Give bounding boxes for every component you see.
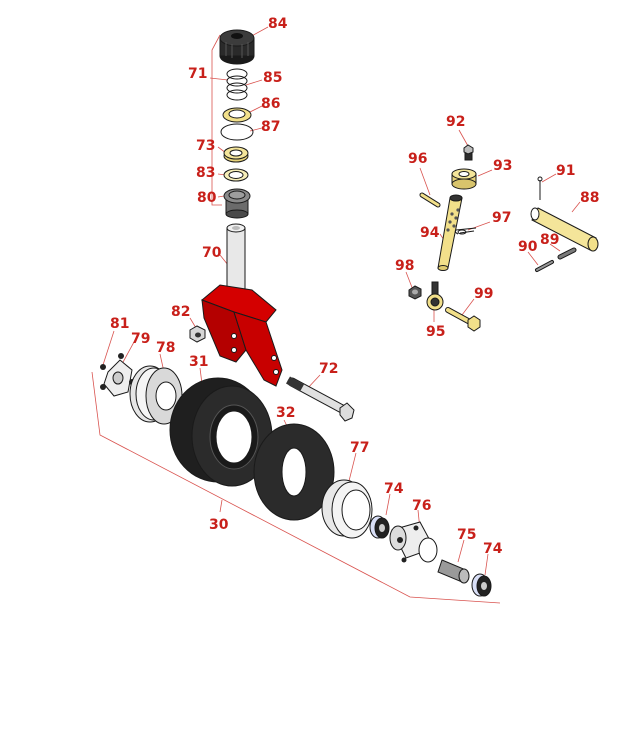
callout-31: 31 — [189, 354, 208, 370]
callout-85: 85 — [263, 70, 282, 86]
rim-77 — [321, 479, 373, 539]
caster-fork-70 — [201, 223, 283, 387]
seal-ring-87 — [220, 123, 254, 141]
lever-95 — [426, 281, 444, 311]
callout-32: 32 — [276, 405, 295, 421]
callout-73: 73 — [196, 138, 215, 154]
grease-fitting-92 — [463, 144, 474, 161]
callout-82: 82 — [171, 304, 190, 320]
callout-90: 90 — [518, 239, 538, 255]
callout-77: 77 — [350, 440, 369, 456]
bolt-90 — [535, 260, 554, 272]
clip-pin-97 — [454, 227, 477, 235]
callout-78: 78 — [156, 340, 175, 356]
nut-82 — [189, 325, 206, 343]
callout-83: 83 — [196, 165, 215, 181]
callout-89: 89 — [540, 232, 559, 248]
callout-96: 96 — [408, 151, 427, 167]
cotter-pin-91 — [537, 176, 543, 200]
callout-labels: 84 71 85 86 87 73 83 80 70 92 96 93 91 8… — [110, 16, 599, 557]
callout-97: 97 — [492, 210, 511, 226]
callout-88: 88 — [580, 190, 599, 206]
callout-91: 91 — [556, 163, 575, 179]
callout-86: 86 — [261, 96, 280, 112]
washer-86 — [222, 107, 252, 123]
bearing-cone-73 — [223, 146, 249, 163]
spacer-75 — [437, 559, 470, 584]
callout-95: 95 — [426, 324, 445, 340]
callout-84: 84 — [268, 16, 288, 32]
bearing-cup-83 — [223, 168, 249, 182]
callout-99: 99 — [474, 286, 493, 302]
callout-94: 94 — [420, 225, 440, 241]
pin-96 — [419, 192, 441, 208]
callout-81: 81 — [110, 316, 129, 332]
bearing-74a — [369, 515, 390, 539]
callout-70: 70 — [202, 245, 222, 261]
dust-cap-84 — [219, 29, 255, 65]
callout-87: 87 — [261, 119, 280, 135]
tire-31 — [169, 377, 273, 487]
callout-74-lower: 74 — [483, 541, 503, 557]
bolt-89 — [557, 247, 577, 260]
bearing-74b — [471, 573, 492, 597]
spring-washers-85 — [226, 68, 248, 101]
callout-79: 79 — [131, 331, 150, 347]
bolt-99 — [445, 307, 481, 332]
collar-93 — [451, 168, 477, 190]
callout-74-upper: 74 — [384, 481, 404, 497]
callout-30: 30 — [209, 517, 229, 533]
callout-75: 75 — [457, 527, 476, 543]
tube-32 — [253, 423, 335, 521]
nut-98 — [408, 285, 422, 300]
callout-72: 72 — [319, 361, 338, 377]
callout-93: 93 — [493, 158, 512, 174]
callout-92: 92 — [446, 114, 465, 130]
callout-71: 71 — [188, 66, 207, 82]
axle-bolt-72 — [286, 376, 355, 422]
callout-80: 80 — [197, 190, 217, 206]
shaft-94 — [437, 194, 463, 271]
hub-76 — [389, 521, 438, 563]
pivot-pin-88 — [530, 207, 599, 252]
callout-76: 76 — [412, 498, 431, 514]
bushing-80 — [223, 188, 251, 219]
callout-98: 98 — [395, 258, 414, 274]
